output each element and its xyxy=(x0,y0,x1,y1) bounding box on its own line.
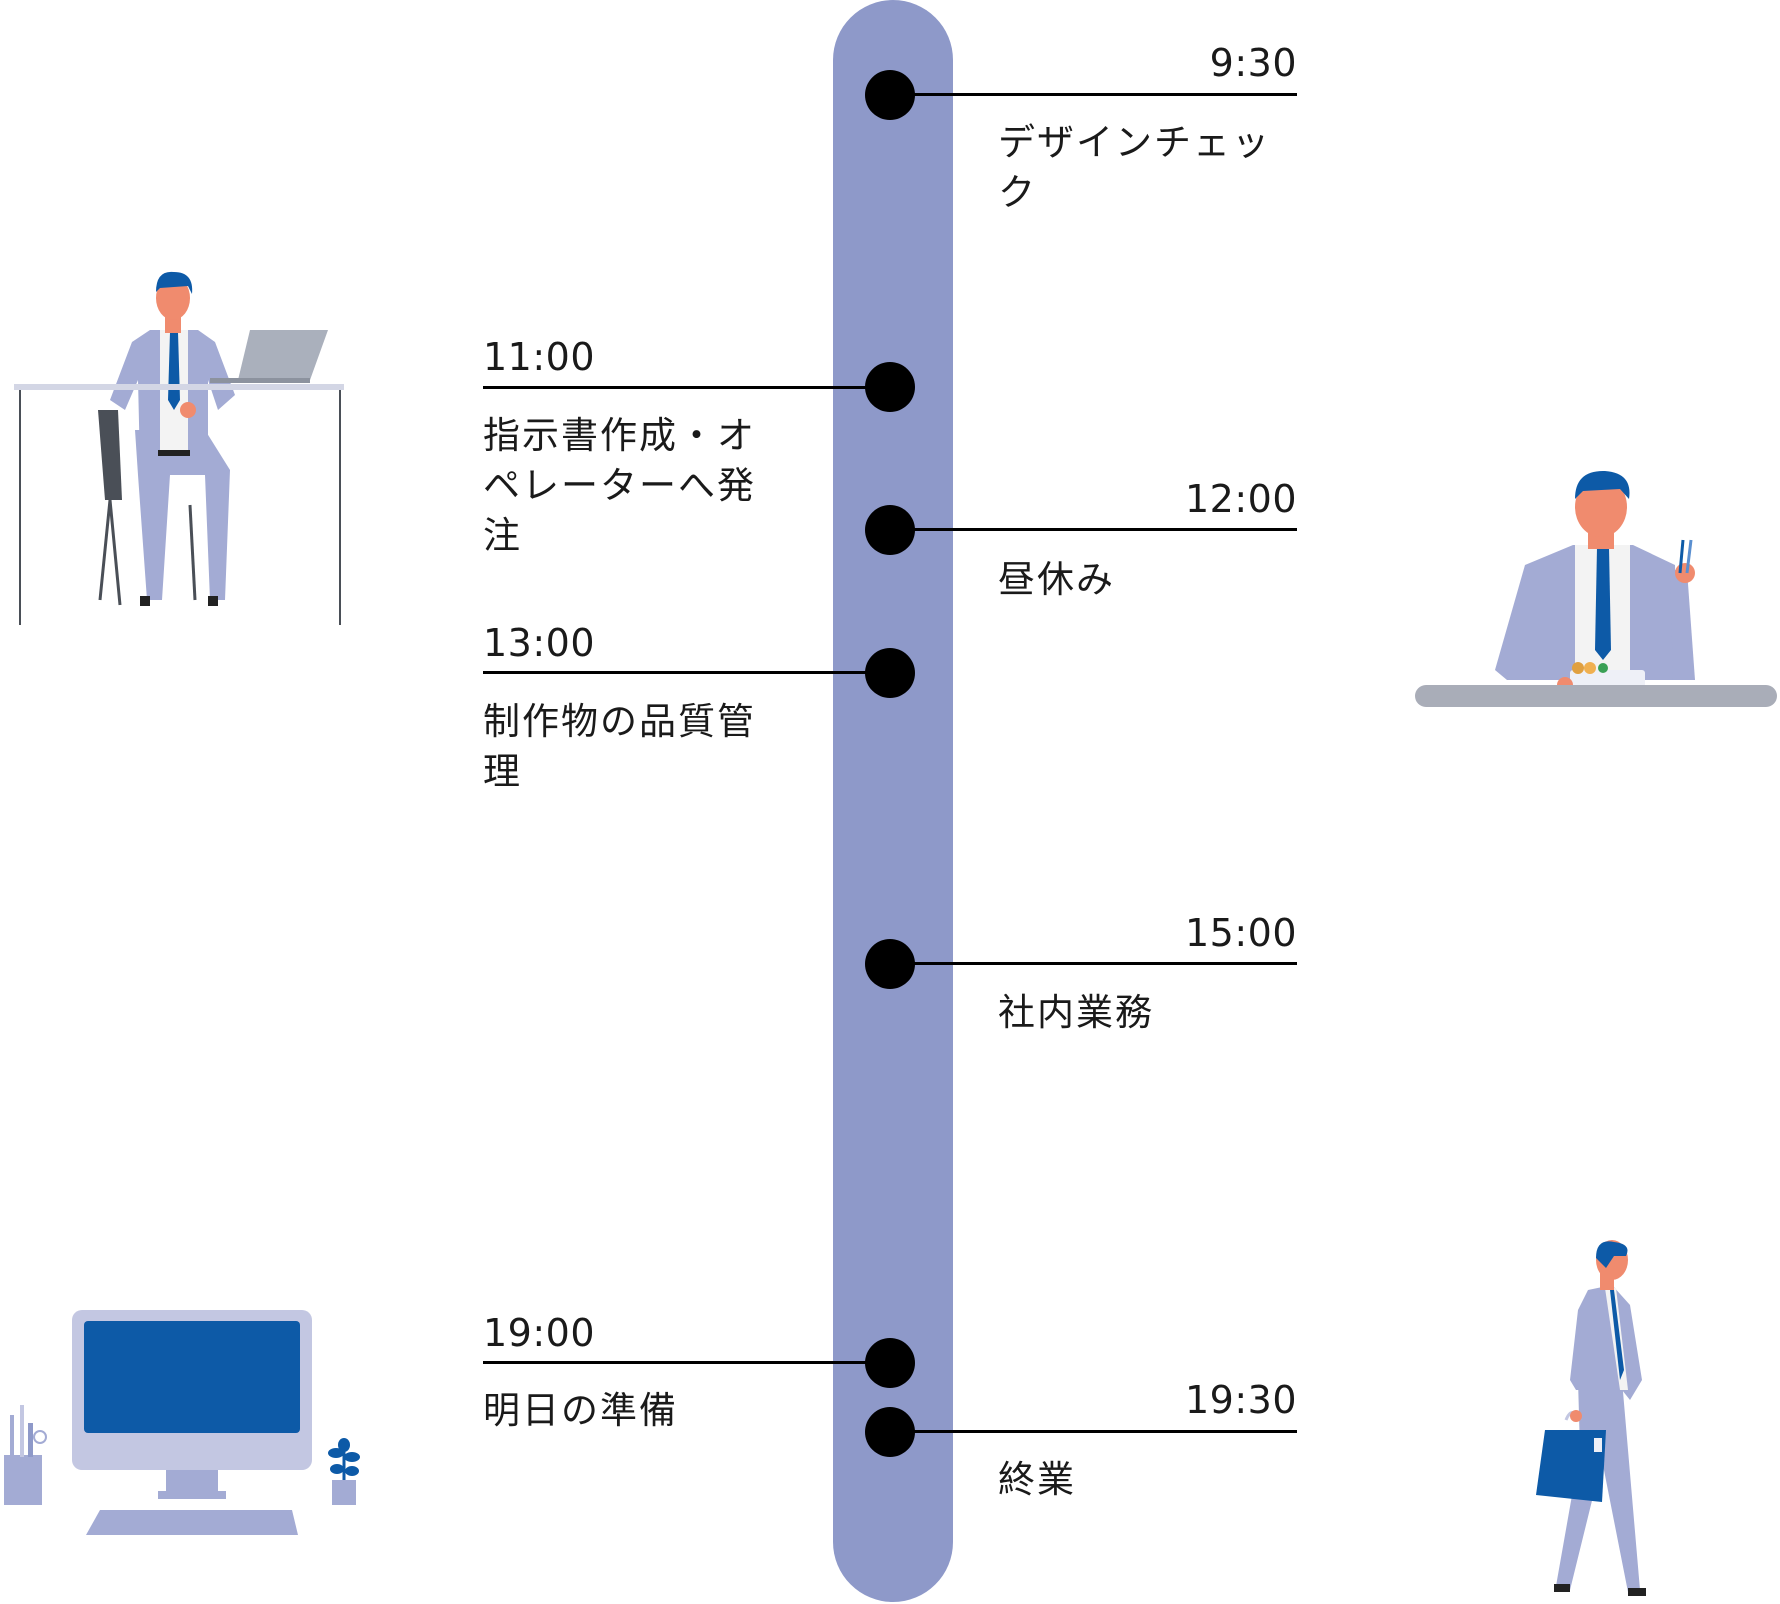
event-label: 明日の準備 xyxy=(483,1389,678,1432)
connector-line xyxy=(483,386,890,389)
computer-desk-illustration xyxy=(4,1310,360,1535)
timeline-bar xyxy=(833,0,953,1602)
event-time: 19:30 xyxy=(1184,1378,1297,1422)
lunch-illustration xyxy=(1415,470,1777,707)
event-label: デザインチェッ ク xyxy=(998,121,1271,214)
connector-line xyxy=(890,962,1297,965)
connector-line xyxy=(890,1430,1297,1433)
connector-line xyxy=(890,528,1297,531)
connector-line xyxy=(483,671,890,674)
event-label: 昼休み xyxy=(998,558,1115,601)
event-time: 15:00 xyxy=(1184,911,1297,955)
event-time: 12:00 xyxy=(1184,477,1297,521)
event-label: 制作物の品質管 理 xyxy=(483,700,756,793)
walking-home-illustration xyxy=(1536,1240,1646,1596)
connector-line xyxy=(483,1361,890,1364)
event-time: 9:30 xyxy=(1209,41,1297,85)
event-time: 19:00 xyxy=(483,1311,596,1355)
worker-at-desk-illustration xyxy=(14,271,344,625)
event-label: 指示書作成・オ ペレーターへ発 注 xyxy=(483,414,756,557)
event-time: 11:00 xyxy=(483,335,596,379)
event-time: 13:00 xyxy=(483,621,596,665)
connector-line xyxy=(890,93,1297,96)
event-label: 社内業務 xyxy=(998,991,1154,1034)
event-label: 終業 xyxy=(998,1458,1076,1501)
